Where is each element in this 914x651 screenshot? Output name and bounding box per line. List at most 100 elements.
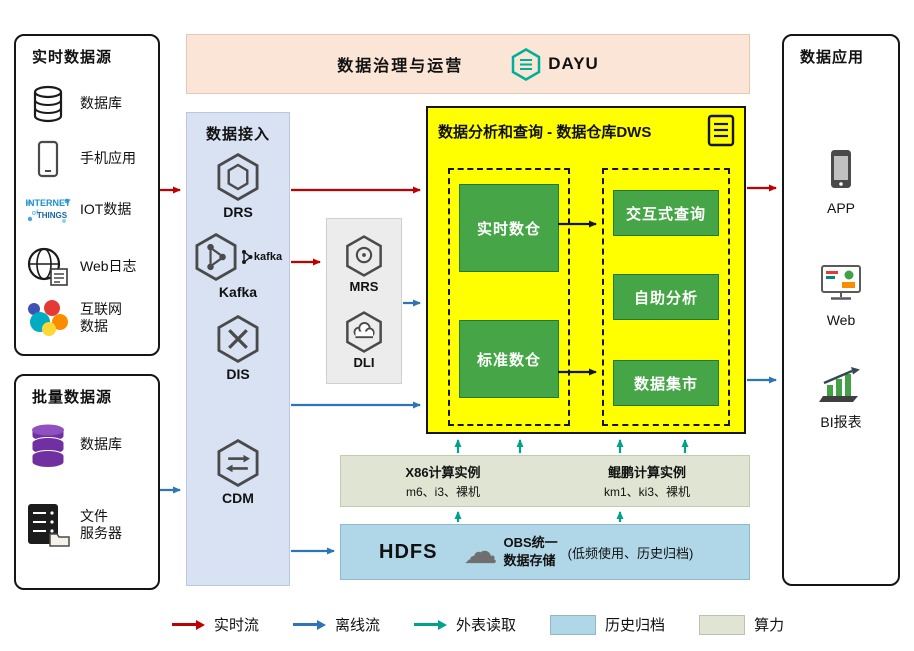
mobile-icon (24, 140, 72, 178)
legend-external-read: 外表读取 (414, 614, 516, 635)
kafka-hexagon-icon (195, 233, 237, 281)
compute-subtitle: km1、ki3、裸机 (603, 485, 690, 499)
document-icon (707, 114, 735, 147)
realtime-flow-arrow-icon (172, 619, 205, 630)
drs-hexagon-icon (217, 153, 259, 201)
kafka-logo: kafka (240, 249, 282, 265)
source-label: 手机应用 (80, 150, 136, 167)
storage-bar: HDFS ☁ OBS统一 数据存储 (低频使用、历史归档) (340, 524, 750, 580)
service-dis: DIS (187, 315, 289, 382)
web-monitor-icon (821, 265, 861, 300)
service-label: DRS (223, 204, 253, 220)
service-self-analysis: 自助分析 (613, 274, 719, 320)
history-archive-swatch (550, 614, 597, 635)
compute-title: X86计算实例 (405, 465, 481, 480)
kafka-glyph-icon (241, 250, 253, 264)
source-label: IOT数据 (80, 201, 132, 218)
compute-power-swatch (699, 614, 746, 635)
app-label: Web (826, 312, 856, 328)
legend-label: 历史归档 (605, 617, 666, 634)
service-interactive-query: 交互式查询 (613, 190, 719, 236)
service-kafka: kafka Kafka (187, 233, 289, 300)
warehouse-realtime: 实时数仓 (459, 184, 559, 272)
obs-title: OBS统一 数据存储 (503, 535, 558, 568)
app-label: APP (826, 200, 855, 216)
legend-compute-power: 算力 (699, 614, 784, 635)
app-item: BI报表 (784, 366, 898, 432)
svg-text:THINGS: THINGS (37, 211, 68, 220)
governance-title: 数据治理与运营 (337, 58, 464, 75)
service-drs: DRS (187, 153, 289, 220)
dws-title: 数据分析和查询 - 数据仓库DWS (438, 123, 652, 141)
list-item: INTERNET of THINGS IOT数据 (24, 194, 152, 226)
compute-bar: X86计算实例 m6、i3、裸机 鲲鹏计算实例 km1、ki3、裸机 (340, 455, 750, 507)
database-icon (24, 84, 72, 124)
batch-sources-title: 批量数据源 (32, 389, 113, 406)
source-label: 数据库 (80, 436, 122, 453)
legend-history-archive: 历史归档 (550, 614, 665, 635)
source-label: Web日志 (80, 258, 137, 275)
compute-kunpeng: 鲲鹏计算实例 km1、ki3、裸机 (545, 456, 749, 506)
source-label: 数据库 (80, 95, 122, 112)
realtime-sources-panel: 实时数据源 数据库 手机应用 (14, 34, 160, 356)
service-label: MRS (349, 279, 379, 294)
list-item: Web日志 (24, 246, 152, 288)
dws-panel: 数据分析和查询 - 数据仓库DWS 实时数仓 标准数仓 交互式查询 自助分析 数… (426, 106, 746, 434)
dis-hexagon-icon (217, 315, 259, 363)
list-item: 数据库 (24, 84, 152, 124)
file-server-icon (24, 502, 72, 548)
data-apps-title: 数据应用 (800, 49, 865, 66)
service-data-mart: 数据集市 (613, 360, 719, 406)
iot-icon: INTERNET of THINGS (24, 194, 72, 226)
list-item: 数据库 (24, 422, 152, 468)
hdfs-label: HDFS (379, 540, 438, 563)
list-item: 手机应用 (24, 140, 152, 178)
external-read-arrow-icon (414, 619, 448, 630)
batch-sources-panel: 批量数据源 数据库 (14, 374, 160, 590)
compute-subtitle: m6、i3、裸机 (405, 485, 480, 499)
list-item: 互联网 数据 (24, 298, 152, 338)
svg-text:INTERNET: INTERNET (26, 198, 72, 208)
service-cdm: CDM (187, 439, 289, 506)
obs-note: (低频使用、历史归档) (567, 545, 694, 561)
mrs-hexagon-icon (346, 235, 382, 277)
service-mrs: MRS (327, 235, 401, 294)
compute-x86: X86计算实例 m6、i3、裸机 (341, 456, 545, 506)
app-phone-icon (831, 150, 851, 188)
kafka-logo-text: kafka (253, 251, 283, 263)
service-label: DLI (353, 355, 375, 370)
app-item: Web (784, 262, 898, 328)
data-apps-panel: 数据应用 APP Web (782, 34, 900, 586)
service-dli: DLI (327, 311, 401, 370)
legend-label: 离线流 (335, 617, 381, 634)
dayu-logo: DAYU (511, 47, 599, 81)
data-ingest-title: 数据接入 (205, 126, 270, 143)
legend-realtime-flow: 实时流 (172, 614, 259, 635)
analysis-group: 交互式查询 自助分析 数据集市 (602, 168, 730, 426)
legend-label: 实时流 (214, 617, 260, 634)
realtime-sources-title: 实时数据源 (32, 49, 113, 66)
legend-label: 算力 (754, 617, 785, 634)
dayu-text: DAYU (548, 54, 599, 73)
service-label: Kafka (218, 284, 258, 300)
warehouse-standard: 标准数仓 (459, 320, 559, 398)
legend: 实时流 离线流 外表读取 历史归档 算力 (172, 614, 784, 635)
app-label: BI报表 (820, 414, 862, 430)
governance-banner: 数据治理与运营 DAYU (186, 34, 750, 94)
dayu-icon (511, 47, 541, 81)
bi-report-icon (819, 367, 860, 402)
data-ingest-panel: 数据接入 DRS (186, 112, 290, 586)
svg-text:of: of (32, 210, 39, 217)
cdm-hexagon-icon (217, 439, 259, 487)
middleware-panel: MRS DLI (326, 218, 402, 384)
app-item: APP (784, 148, 898, 216)
service-label: CDM (222, 490, 254, 506)
warehouse-group: 实时数仓 标准数仓 (448, 168, 570, 426)
offline-flow-arrow-icon (293, 619, 327, 630)
dws-header: 数据分析和查询 - 数据仓库DWS (438, 114, 736, 148)
source-label: 文件 服务器 (80, 507, 122, 542)
list-item: 文件 服务器 (24, 502, 152, 548)
legend-offline-flow: 离线流 (293, 614, 380, 635)
weblog-globe-icon (24, 246, 72, 288)
